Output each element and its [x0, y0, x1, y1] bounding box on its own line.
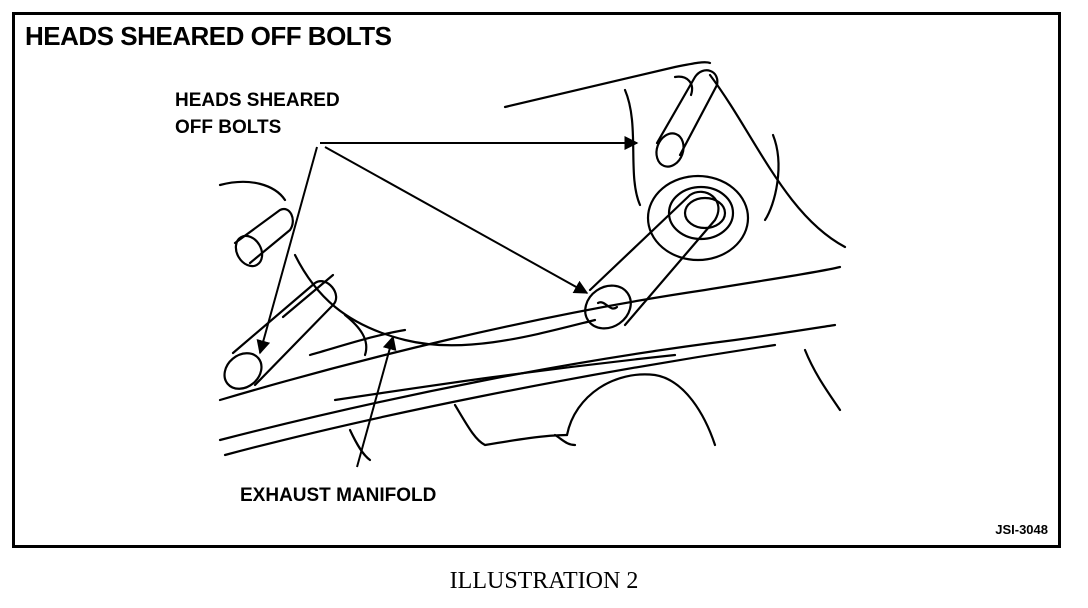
- stud-boss-outer: [646, 174, 750, 262]
- manifold-line-3: [223, 343, 777, 457]
- left-stud-shadow: [281, 273, 335, 319]
- upper-stud-face: [655, 132, 685, 168]
- lower-contour-2: [453, 403, 569, 447]
- cylinder-head-curve: [623, 88, 642, 207]
- upper-stud: [655, 69, 719, 157]
- engine-drawing: [218, 61, 847, 468]
- illustration-title: HEADS SHEARED OFF BOLTS: [25, 21, 392, 51]
- lower-contour-4: [803, 348, 842, 412]
- lower-contour-3: [565, 373, 717, 447]
- cylinder-head-edge: [708, 73, 847, 249]
- left-head-line: [218, 180, 287, 202]
- manifold-flange-lower: [308, 328, 407, 357]
- manifold-flange-side: [343, 313, 368, 357]
- right-stud: [588, 190, 720, 327]
- upper-stud-boss: [673, 75, 694, 97]
- manifold-line-2: [218, 323, 837, 442]
- left-stud: [231, 280, 338, 387]
- illustration-caption: ILLUSTRATION 2: [449, 568, 639, 594]
- heads-sheared-line-1: HEADS SHEARED: [175, 90, 340, 111]
- leader-to-left-stud: [256, 146, 318, 355]
- exhaust-manifold-label: EXHAUST MANIFOLD: [240, 485, 437, 506]
- left-upper-stud: [233, 207, 294, 265]
- heads-sheared-line-2: OFF BOLTS: [175, 117, 282, 138]
- head-contour-right: [763, 133, 780, 222]
- stud-boss-inner: [667, 185, 735, 241]
- leader-to-right-stud: [324, 146, 589, 294]
- left-stud-face: [223, 352, 263, 390]
- manifold-line-4: [333, 353, 677, 402]
- heads-sheared-off-bolts-label: HEADS SHEARED OFF BOLTS: [175, 87, 340, 141]
- stud-boss-hole: [683, 196, 727, 230]
- illustration-frame: HEADS SHEARED OFF BOLTS: [12, 12, 1061, 548]
- left-upper-stud-face: [234, 234, 264, 268]
- leader-to-manifold: [356, 335, 397, 468]
- figure-code: JSI-3048: [995, 522, 1048, 537]
- cylinder-head-outline: [503, 61, 712, 109]
- manifold-line-1: [218, 265, 842, 402]
- lower-contour-1: [348, 428, 372, 462]
- manifold-flange-arc: [293, 253, 597, 347]
- lower-contour-5: [553, 433, 577, 447]
